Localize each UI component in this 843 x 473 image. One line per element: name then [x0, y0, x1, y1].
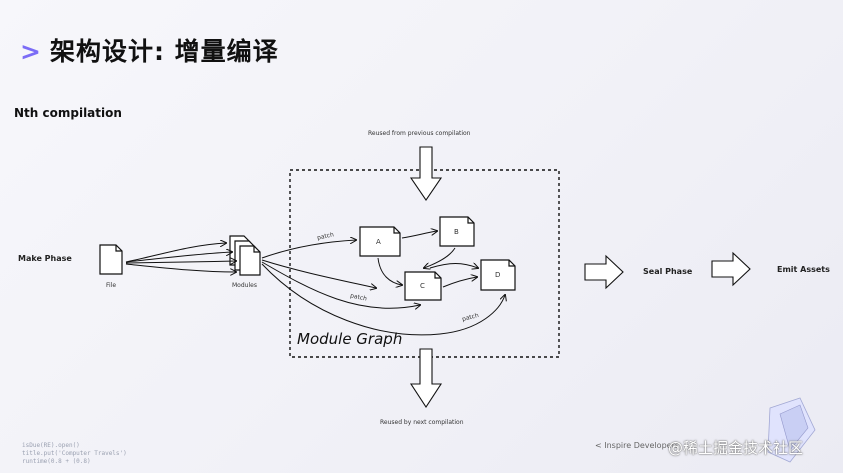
reused-from-label: Reused from previous compilation — [368, 130, 471, 137]
watermark: @稀土掘金技术社区 — [668, 439, 804, 457]
footer-code-line: runtime(0.8 + (0.8) — [22, 458, 91, 465]
node-c-label: C — [420, 282, 425, 290]
node-b — [439, 216, 475, 247]
reused-by-arrow — [409, 348, 443, 409]
node-b-label: B — [454, 228, 459, 236]
file-label: File — [106, 282, 117, 289]
file-to-modules-arrows — [125, 243, 236, 272]
make-phase-label: Make Phase — [18, 254, 72, 263]
node-d — [480, 259, 516, 291]
node-a — [359, 226, 401, 257]
reused-from-arrow — [409, 146, 443, 201]
node-c — [404, 271, 442, 301]
reused-by-label: Reused by next compilation — [380, 419, 464, 426]
modules-label: Modules — [232, 282, 257, 289]
node-d-label: D — [495, 271, 501, 279]
footer-code-line: isDue(RE).open() — [22, 442, 80, 449]
modules-icon — [229, 235, 261, 276]
to-seal-arrow — [584, 254, 624, 290]
slide-title-text: 架构设计: 增量编译 — [49, 37, 279, 66]
node-a-label: A — [376, 238, 381, 246]
seal-phase-label: Seal Phase — [643, 267, 693, 276]
footer-code: isDue(RE).open() title.put('Computer Tra… — [22, 442, 127, 466]
to-emit-arrow — [711, 251, 751, 287]
file-icon — [99, 244, 123, 275]
chevron-right-icon: > — [20, 37, 42, 66]
slide-subtitle: Nth compilation — [14, 106, 122, 120]
module-graph-label: Module Graph — [297, 330, 403, 348]
footer-code-line: title.put('Computer Travels') — [22, 450, 127, 457]
footer-event: < Inspire Developers — [595, 441, 680, 450]
modules-to-graph-arrows — [261, 240, 505, 336]
slide-title: >架构设计: 增量编译 — [20, 32, 279, 68]
graph-edges — [377, 231, 478, 287]
crystal-logo — [767, 397, 816, 463]
emit-assets-label: Emit Assets — [777, 265, 830, 274]
